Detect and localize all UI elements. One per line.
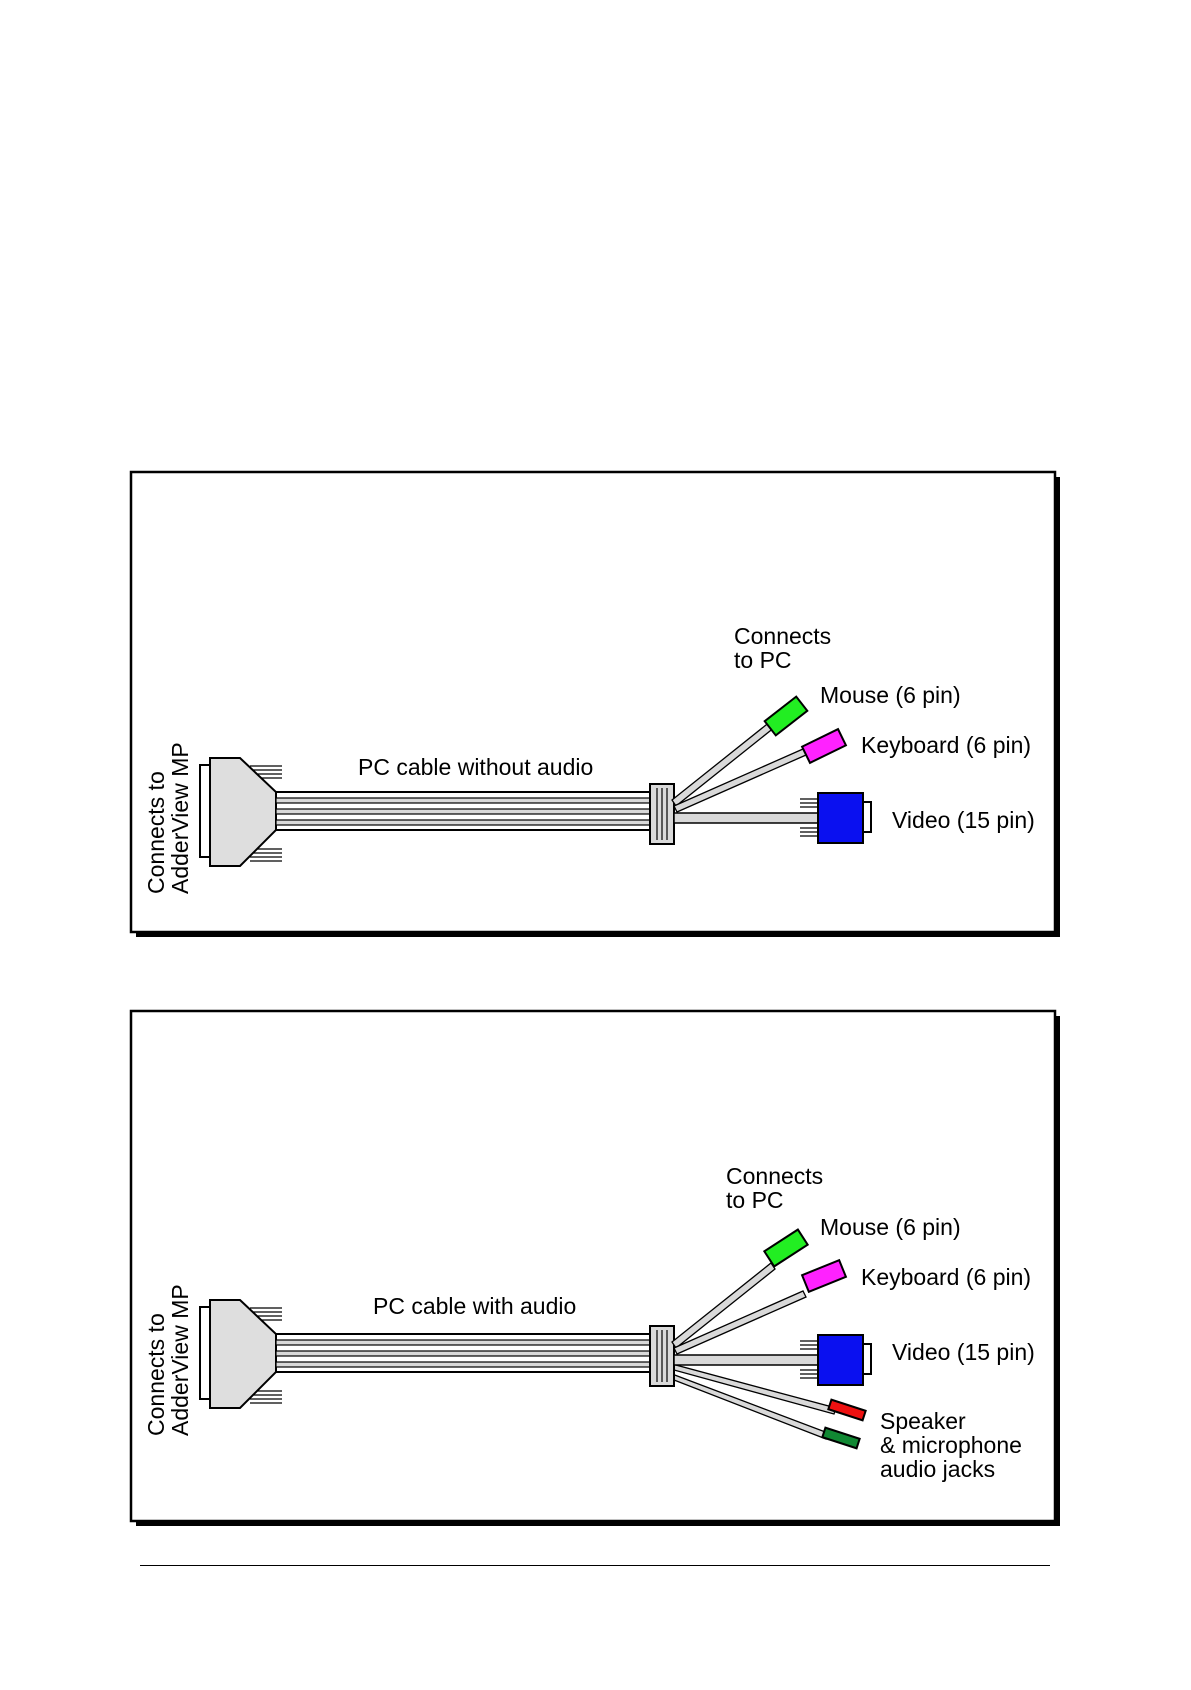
left-label-line1: Connects to xyxy=(143,1313,169,1436)
pc-label-line1: Connects xyxy=(726,1163,823,1189)
video-label: Video (15 pin) xyxy=(892,807,1035,833)
left-label-line2: AdderView MP xyxy=(167,1284,193,1436)
audio-label-line3: audio jacks xyxy=(880,1456,995,1482)
cable-caption: PC cable without audio xyxy=(358,754,593,780)
keyboard-label: Keyboard (6 pin) xyxy=(861,732,1031,758)
video-label: Video (15 pin) xyxy=(892,1339,1035,1365)
pc-label-line1: Connects xyxy=(734,623,831,649)
diagram-pc-cable-with-audio: PC cable with audio Connects to AdderVie… xyxy=(131,1011,1060,1526)
audio-label-line1: Speaker xyxy=(880,1408,966,1434)
mouse-label: Mouse (6 pin) xyxy=(820,1214,961,1240)
left-label-line2: AdderView MP xyxy=(167,742,193,894)
pc-label-line2: to PC xyxy=(734,647,792,673)
diagram-pc-cable-without-audio: PC cable without audio Connects to Adder… xyxy=(131,472,1060,937)
keyboard-label: Keyboard (6 pin) xyxy=(861,1264,1031,1290)
video-connector xyxy=(818,793,871,843)
left-label-line1: Connects to xyxy=(143,771,169,894)
audio-label-line2: & microphone xyxy=(880,1432,1022,1458)
footer-rule xyxy=(140,1565,1050,1566)
video-connector xyxy=(818,1335,871,1385)
mouse-label: Mouse (6 pin) xyxy=(820,682,961,708)
pc-label-line2: to PC xyxy=(726,1187,784,1213)
cable-caption: PC cable with audio xyxy=(373,1293,576,1319)
